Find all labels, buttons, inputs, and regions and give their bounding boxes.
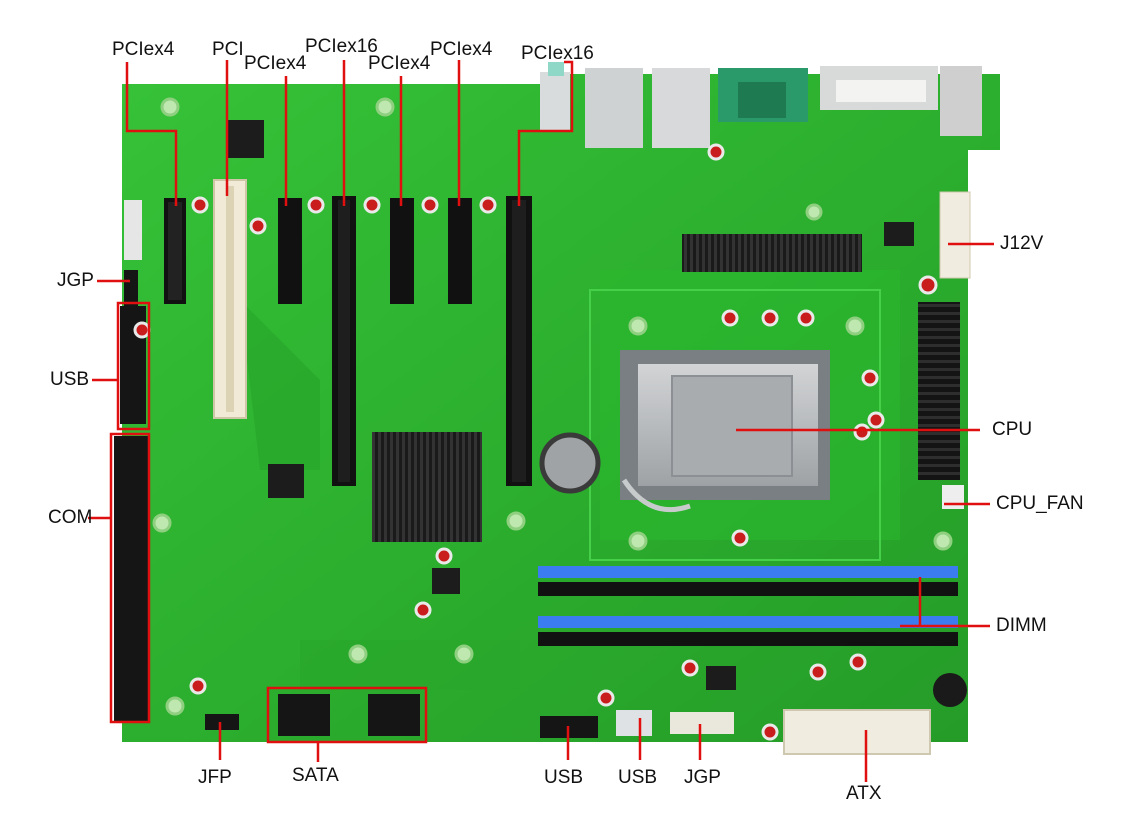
capacitors [133, 143, 938, 741]
label-j12v: J12V [1000, 233, 1044, 254]
j12v-connector [939, 191, 971, 279]
label-pci: PCI [212, 39, 244, 60]
label-jfp: JFP [198, 767, 232, 788]
label-pciex4-2: PCIex4 [244, 53, 307, 74]
label-pciex4-1: PCIex4 [112, 39, 175, 60]
left-headers [114, 200, 148, 722]
label-pciex16-1: PCIex16 [305, 36, 378, 57]
label-usb-bottom-1: USB [544, 767, 584, 788]
chips [226, 120, 914, 690]
label-pciex4-3: PCIex4 [368, 53, 431, 74]
expansion-slots [164, 179, 532, 486]
label-com: COM [48, 507, 93, 528]
label-jgp-left: JGP [57, 270, 94, 291]
callout-lines [88, 60, 994, 782]
label-jgp-bottom: JGP [684, 767, 721, 788]
label-dimm: DIMM [996, 615, 1047, 636]
label-atx: ATX [846, 783, 882, 804]
cmos-battery [539, 432, 601, 494]
label-sata: SATA [292, 765, 339, 786]
cpu-fan-header [942, 485, 964, 509]
label-usb-left: USB [50, 369, 90, 390]
dimm-slots [538, 566, 958, 646]
label-pciex16-2: PCIex16 [521, 43, 594, 64]
label-usb-bottom-2: USB [618, 767, 658, 788]
mounting-holes [152, 97, 953, 716]
label-cpu: CPU [992, 419, 1033, 440]
buzzer [933, 673, 967, 707]
label-pciex4-4: PCIex4 [430, 39, 493, 60]
heatsinks [372, 234, 960, 542]
rear-io [540, 62, 982, 148]
bottom-connectors [205, 694, 931, 755]
cpu-socket [620, 350, 830, 513]
label-cpu-fan: CPU_FAN [996, 493, 1084, 514]
